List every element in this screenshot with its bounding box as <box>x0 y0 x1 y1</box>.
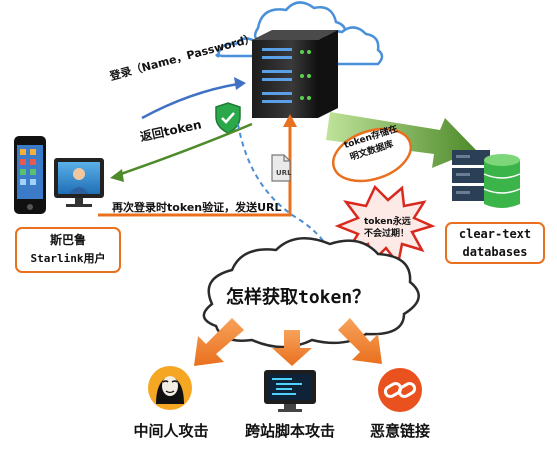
database-label-line1: clear-text <box>458 227 532 241</box>
relogin-arrowhead <box>283 114 297 127</box>
attack-label-xss: 跨站脚本攻击 <box>244 422 335 440</box>
user-label-line1: 斯巴鲁 <box>49 233 86 247</box>
question-text: 怎样获取token？ <box>226 287 371 308</box>
attack-arrow-middle <box>272 330 312 366</box>
database-label-box <box>445 222 545 264</box>
never-expire-line2: 不会过期！ <box>364 229 410 239</box>
return-token-arrow <box>117 122 253 177</box>
relogin-arrow <box>98 124 292 217</box>
hacker-icon <box>148 366 192 410</box>
never-expire-line1: token永远 <box>364 217 411 227</box>
attack-arrow-left <box>194 318 244 366</box>
user-label-box <box>15 227 121 273</box>
link-icon <box>378 368 422 412</box>
login-arrowhead <box>234 77 246 90</box>
monitor-user-icon <box>54 158 104 207</box>
storage-note-oval <box>331 127 413 183</box>
shield-check-icon <box>215 102 241 134</box>
smartphone-icon <box>14 136 46 214</box>
database-label-line2: databases <box>462 245 528 259</box>
url-file-icon <box>271 154 291 182</box>
database-icon <box>452 150 521 208</box>
attack-arrow-right <box>338 318 382 364</box>
user-label-line2: Starlink用户 <box>30 252 106 265</box>
attack-label-malicious-link: 恶意链接 <box>369 422 430 440</box>
url-file-label: URL <box>276 169 292 177</box>
return-token-arrowhead <box>110 169 124 182</box>
question-cloud <box>202 237 420 349</box>
server-icon <box>252 30 338 118</box>
monitor-code-icon <box>264 370 316 412</box>
relogin-label: 再次登录时token验证，发送URL <box>112 201 282 214</box>
attack-label-mitm: 中间人攻击 <box>133 422 209 440</box>
login-arrow <box>141 82 239 120</box>
